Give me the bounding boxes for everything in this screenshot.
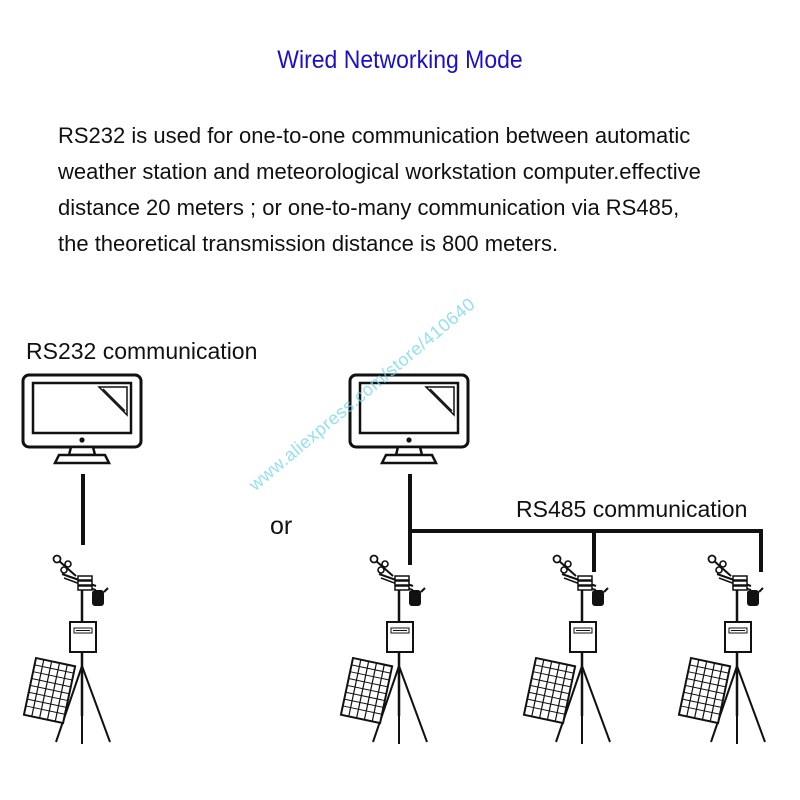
description-paragraph: RS232 is used for one-to-one communicati…: [58, 118, 758, 262]
weather-station-icon: [677, 554, 767, 746]
description-line: distance 20 meters ; or one-to-many comm…: [58, 195, 680, 220]
description-line: RS232 is used for one-to-one communicati…: [58, 123, 691, 148]
weather-station-icon: [22, 554, 112, 746]
rs232-label: RS232 communication: [26, 338, 258, 364]
rs485-label: RS485 communication: [516, 496, 748, 522]
computer-monitor-icon: [21, 373, 143, 465]
description-line: weather station and meteorological works…: [58, 159, 701, 184]
or-label: or: [270, 512, 293, 540]
description-line: the theoretical transmission distance is…: [58, 231, 559, 256]
page-title: Wired Networking Mode: [277, 46, 523, 74]
weather-station-icon: [339, 554, 429, 746]
weather-station-icon: [522, 554, 612, 746]
